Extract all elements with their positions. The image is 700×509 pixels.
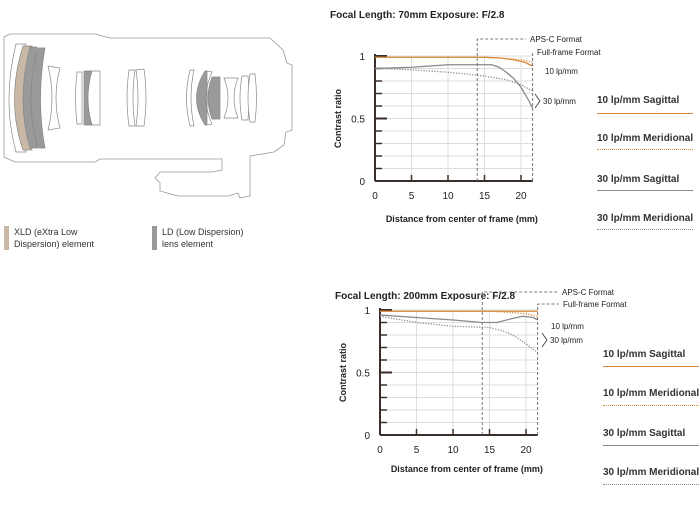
ld-legend-label: LD (Low Dispersion) lens element [162,226,244,250]
lp30-annotation: 30 lp/mm [550,336,583,345]
lp10-annotation: 10 lp/mm [545,67,578,76]
bracket-icon [541,332,548,348]
series-line-30-lp-mm-meridional [374,67,533,92]
series-line-30-lp-mm-sagittal [379,314,539,324]
apsc-boundary [481,291,558,435]
lens-element [47,65,61,131]
x-tick-label: 0 [372,191,378,202]
apsc-boundary [476,38,526,181]
legend-30s: 30 lp/mm Sagittal [597,174,680,185]
lens-diagram [3,33,293,199]
legend-30s-line [597,190,693,191]
ld-element [30,47,46,149]
fullframe-label: Full-frame Format [537,48,601,57]
legend-30m: 30 lp/mm Meridional [597,213,694,224]
lens-element [205,70,213,126]
bracket-icon [534,93,541,109]
legend-10m: 10 lp/mm Meridional [597,133,694,144]
xld-legend-line1: XLD (eXtra Low [14,227,78,237]
series-line-10-lp-mm-meridional [375,56,533,63]
lp30-annotation: 30 lp/mm [543,97,576,106]
series-line-10-lp-mm-meridional [380,310,538,317]
lens-element [126,69,136,127]
x-tick-label: 10 [447,445,459,456]
y-tick-label: 0 [364,431,370,442]
legend-10m-line [597,149,693,150]
lens-element [186,69,195,127]
y-tick-label: 0.5 [351,115,365,126]
lens-barrel [3,33,293,199]
ld-legend-line2: lens element [162,239,214,249]
y-tick-label: 1 [359,52,365,63]
legend2-30m: 30 lp/mm Meridional [603,467,700,478]
lens-element [135,68,147,127]
legend-10s: 10 lp/mm Sagittal [597,95,680,106]
y-tick-label: 0 [359,177,365,188]
x-tick-label: 20 [520,445,532,456]
y-tick-label: 0.5 [356,369,370,380]
x-axis-label: Distance from center of frame (mm) [386,214,538,224]
lens-element [247,73,257,123]
legend2-30s-line [603,445,699,446]
x-tick-label: 0 [377,445,383,456]
chart2-title: Focal Length: 200mm Exposure: F/2.8 [335,291,516,302]
y-axis-label: Contrast ratio [338,343,348,403]
legend2-10m-line [603,405,699,406]
y-axis-label: Contrast ratio [333,89,343,149]
fullframe-label: Full-frame Format [563,300,627,309]
lens-element [223,77,239,119]
x-tick-label: 15 [479,191,491,202]
lp10-annotation: 10 lp/mm [551,322,584,331]
x-tick-label: 5 [414,445,420,456]
fullframe-boundary [537,303,559,435]
x-tick-label: 15 [484,445,496,456]
legend2-10s-line [603,366,699,367]
xld-legend-line2: Dispersion) element [14,239,95,249]
series-line-30-lp-mm-sagittal [374,64,534,109]
x-tick-label: 5 [409,191,415,202]
apsc-label: APS-C Format [562,288,615,297]
ld-legend-line1: LD (Low Dispersion) [162,227,244,237]
chart1-title: Focal Length: 70mm Exposure: F/2.8 [330,10,505,21]
ld-element [207,76,221,120]
ld-swatch [152,226,157,250]
lens-element [75,71,83,125]
xld-swatch [4,226,9,250]
lens-element [87,70,101,126]
legend-30m-line [597,229,693,230]
legend2-30s: 30 lp/mm Sagittal [603,428,686,439]
x-tick-label: 20 [515,191,527,202]
legend2-10m: 10 lp/mm Meridional [603,388,700,399]
x-axis-label: Distance from center of frame (mm) [391,464,543,474]
apsc-label: APS-C Format [530,35,583,44]
x-tick-label: 10 [442,191,454,202]
legend-10s-line [597,113,693,114]
y-tick-label: 1 [364,306,370,317]
legend2-30m-line [603,484,699,485]
legend2-10s: 10 lp/mm Sagittal [603,349,686,360]
